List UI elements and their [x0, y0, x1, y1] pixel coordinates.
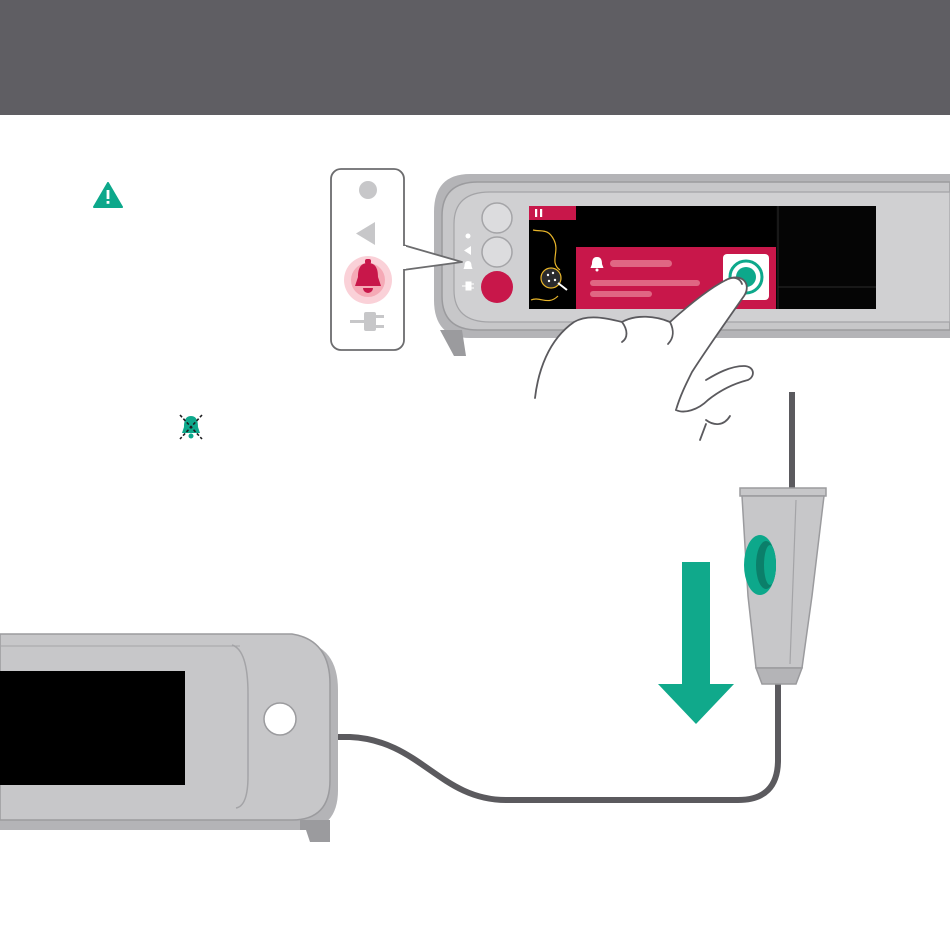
infusion-device-bottom — [0, 634, 338, 842]
callout-status-dot-icon — [359, 181, 377, 199]
device-button-middle[interactable] — [482, 237, 512, 267]
status-dot-icon — [466, 234, 471, 239]
device-button-top[interactable] — [482, 203, 512, 233]
sensor-connector — [740, 488, 826, 684]
bottom-device-screen — [0, 671, 185, 785]
bottom-device-button[interactable] — [264, 703, 296, 735]
device-alarm-button[interactable] — [481, 271, 513, 303]
down-arrow-icon — [658, 562, 734, 724]
